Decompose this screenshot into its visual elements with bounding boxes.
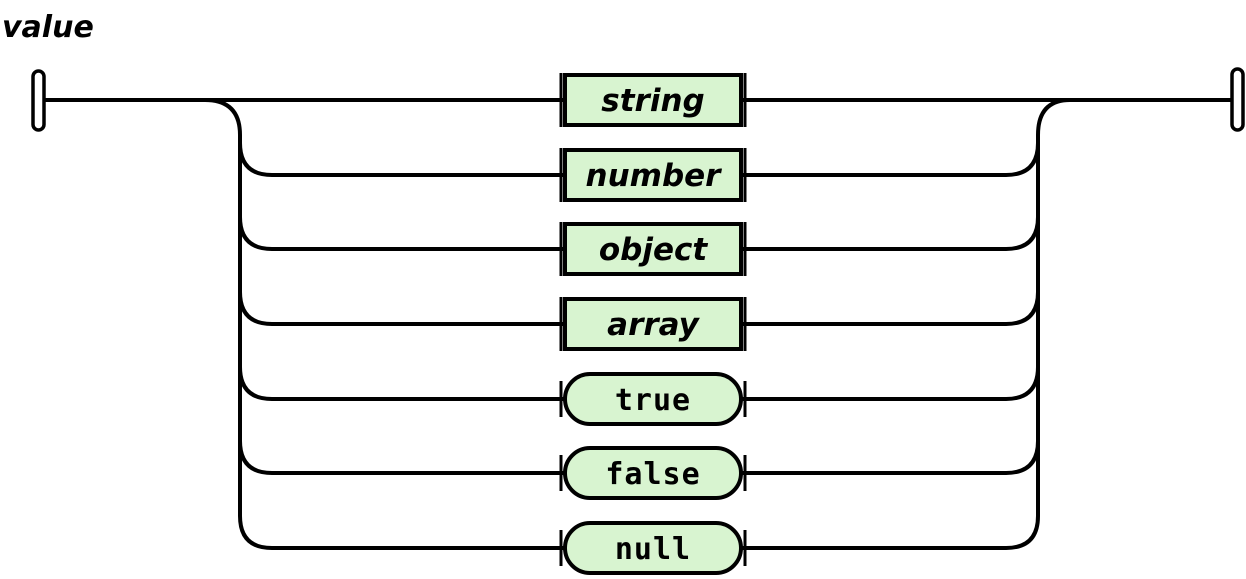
node-number: number xyxy=(563,148,743,202)
connector-ticks xyxy=(559,73,747,566)
node-object-box xyxy=(563,222,743,276)
node-number-label: number xyxy=(586,158,723,194)
start-terminal-icon xyxy=(31,69,46,132)
branch-right-array xyxy=(741,291,1040,326)
branch-left-object xyxy=(238,216,565,251)
branch-right-object xyxy=(741,216,1040,251)
node-array-label: array xyxy=(607,307,700,343)
node-true-label: true xyxy=(615,383,691,418)
node-string: string xyxy=(563,73,743,127)
rails xyxy=(44,98,1232,550)
branch-right-true xyxy=(741,366,1040,401)
node-object-label: object xyxy=(599,232,709,268)
node-string-box xyxy=(563,73,743,127)
node-true-pill xyxy=(563,372,743,426)
branch-right-number xyxy=(741,142,1040,177)
branch-left-true xyxy=(238,366,565,401)
right-trunk xyxy=(741,98,1071,550)
branch-left-number xyxy=(238,142,565,177)
diagram-title: value xyxy=(2,10,94,45)
left-trunk xyxy=(204,98,565,550)
node-object: object xyxy=(563,222,743,276)
node-array-box xyxy=(563,297,743,351)
node-false: false xyxy=(563,446,743,500)
node-null-label: null xyxy=(615,532,691,567)
node-array: array xyxy=(563,297,743,351)
node-false-label: false xyxy=(605,457,700,492)
branch-left-array xyxy=(238,291,565,326)
branch-left-false xyxy=(238,440,565,475)
branch-right-false xyxy=(741,440,1040,475)
node-null-pill xyxy=(563,521,743,575)
node-string-label: string xyxy=(601,83,704,119)
end-terminal-icon xyxy=(1230,67,1245,132)
node-number-box xyxy=(563,148,743,202)
node-false-pill xyxy=(563,446,743,500)
node-null: null xyxy=(563,521,743,575)
node-true: true xyxy=(563,372,743,426)
